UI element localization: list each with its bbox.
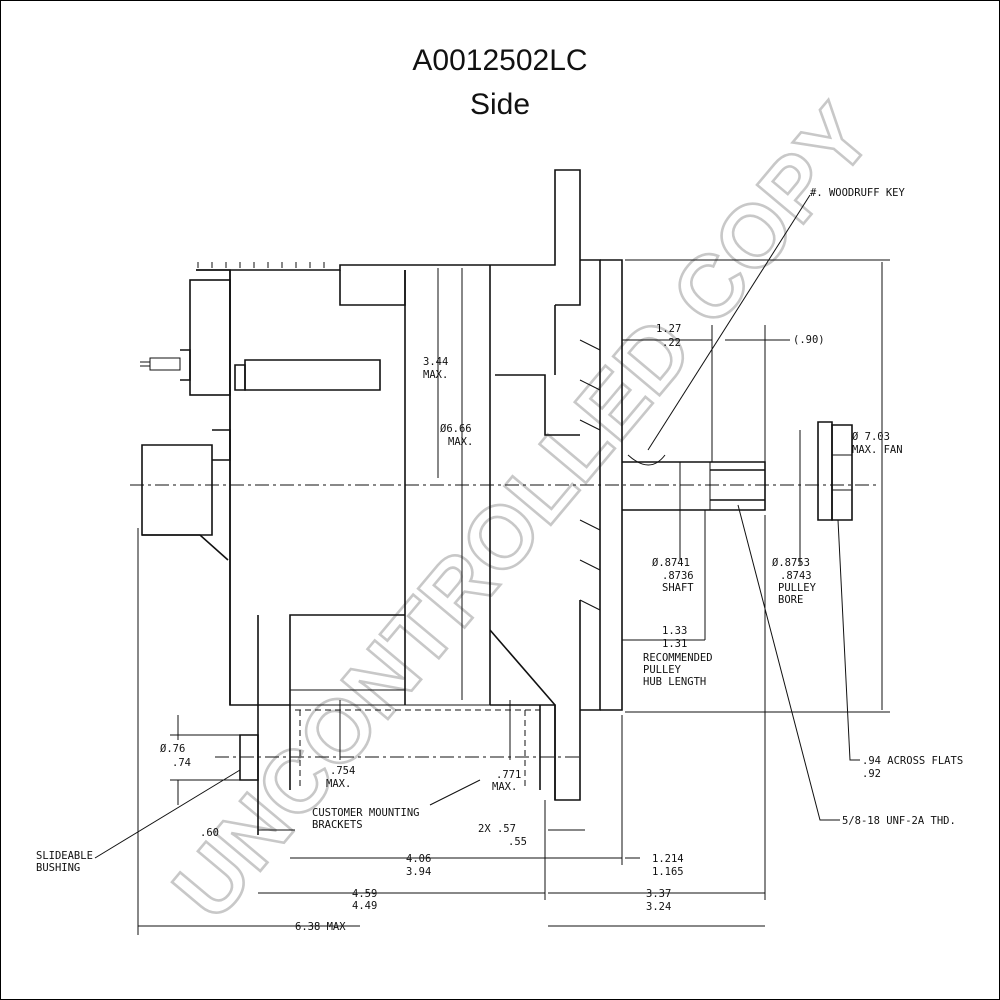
watermark: UNCONTROLLED COPY — [154, 85, 891, 937]
shaft-thread — [710, 469, 765, 501]
label-brackets-2: BRACKETS — [312, 819, 363, 831]
label-771-max: MAX. — [492, 781, 517, 793]
rear-housing — [196, 269, 258, 706]
label-771: .771 — [496, 769, 521, 781]
bracket-leaders — [339, 700, 511, 806]
label-344-max: MAX. — [423, 369, 448, 381]
nut-flats — [832, 454, 852, 491]
label-459: 4.59 — [352, 888, 377, 900]
nut-body — [831, 424, 853, 521]
label-flats-1: .94 ACROSS FLATS — [862, 755, 963, 767]
label-bore-4: BORE — [778, 594, 803, 606]
label-337: 3.37 — [646, 888, 671, 900]
label-brackets-1: CUSTOMER MOUNTING — [312, 807, 419, 819]
front-housing-taper — [489, 629, 556, 706]
nut-washer — [817, 421, 833, 521]
rear-boss — [141, 444, 213, 536]
label-406: 4.06 — [406, 853, 431, 865]
label-122: .22 — [662, 337, 681, 349]
fan-blade-lines — [579, 339, 601, 611]
dim-703-line — [625, 259, 890, 713]
woodruff-key-leader — [647, 194, 811, 451]
dim-133-line — [622, 510, 706, 641]
label-449: 4.49 — [352, 900, 377, 912]
terminal-stud — [140, 357, 181, 371]
fan-hub — [580, 259, 601, 711]
stud-nut — [180, 349, 191, 381]
label-703: Ø 7.03 — [852, 431, 890, 443]
label-shaft-2: .8736 — [662, 570, 694, 582]
front-ear-top — [490, 169, 581, 306]
label-flats-2: .92 — [862, 768, 881, 780]
label-754: .754 — [330, 765, 355, 777]
rear-tab — [339, 270, 406, 306]
bushing-leader — [94, 769, 241, 859]
label-bush-dia-1: Ø.76 — [160, 743, 185, 755]
label-1165: 1.165 — [652, 866, 684, 878]
label-shaft-3: SHAFT — [662, 582, 694, 594]
label-57: 2X .57 — [478, 823, 516, 835]
dim-076-line — [170, 715, 240, 805]
label-hub-1: 1.33 — [662, 625, 687, 637]
label-woodruff-key: #. WOODRUFF KEY — [810, 187, 906, 199]
label-344: 3.44 — [423, 356, 448, 368]
label-090: (.90) — [793, 334, 825, 346]
slot-cap — [234, 364, 246, 391]
label-bush-dia-2: .74 — [172, 757, 191, 769]
label-hub-5: HUB LENGTH — [643, 676, 706, 688]
label-394: 3.94 — [406, 866, 431, 878]
label-bore-1: Ø.8753 — [772, 557, 810, 569]
label-shaft-1: Ø.8741 — [652, 557, 690, 569]
bracket-base — [290, 689, 555, 706]
label-thread: 5/8-18 UNF-2A THD. — [842, 815, 956, 827]
label-55: .55 — [508, 836, 527, 848]
dim-127-line — [622, 325, 790, 462]
dimension-labels: #. WOODRUFF KEY 1.27 .22 (.90) 3.44 MAX.… — [36, 187, 963, 933]
dimension-lines — [94, 194, 890, 935]
label-324: 3.24 — [646, 901, 671, 913]
label-754-max: MAX. — [326, 778, 351, 790]
label-bore-3: PULLEY — [778, 582, 817, 594]
label-hub-3: RECOMMENDED — [643, 652, 713, 664]
cooling-fins — [197, 262, 325, 268]
drawing-subtitle: Side — [469, 88, 531, 121]
rear-boss-step — [212, 429, 231, 461]
extension-lines — [137, 515, 766, 935]
label-bushing-1: SLIDEABLE — [36, 850, 93, 862]
thread-leader — [737, 504, 840, 821]
label-703-fan: MAX. FAN — [852, 444, 903, 456]
front-housing-step — [495, 374, 580, 436]
label-127: 1.27 — [656, 323, 681, 335]
rear-boss-chamfer — [142, 534, 229, 561]
rear-top-edge — [196, 264, 440, 271]
label-60: .60 — [200, 827, 219, 839]
label-bushing-2: BUSHING — [36, 862, 80, 874]
label-1214: 1.214 — [652, 853, 684, 865]
label-666-max: MAX. — [448, 436, 473, 448]
label-666: Ø6.66 — [440, 423, 472, 435]
fan-blades — [600, 259, 623, 711]
rear-slot — [244, 359, 381, 391]
label-638: 6.38 MAX — [295, 921, 346, 933]
flats-leader — [837, 519, 860, 761]
label-hub-4: PULLEY — [643, 664, 682, 676]
woodruff-key-shape — [627, 454, 666, 466]
rear-terminal-block — [189, 279, 231, 396]
drawing-title: A0012502LC — [412, 44, 588, 77]
label-hub-2: 1.31 — [662, 638, 687, 650]
label-bore-2: .8743 — [780, 570, 812, 582]
shaft — [622, 461, 766, 511]
bracket-hidden-verticals — [299, 710, 526, 790]
shaft-bore-leaders — [679, 430, 801, 565]
alternator-outline — [130, 169, 880, 835]
